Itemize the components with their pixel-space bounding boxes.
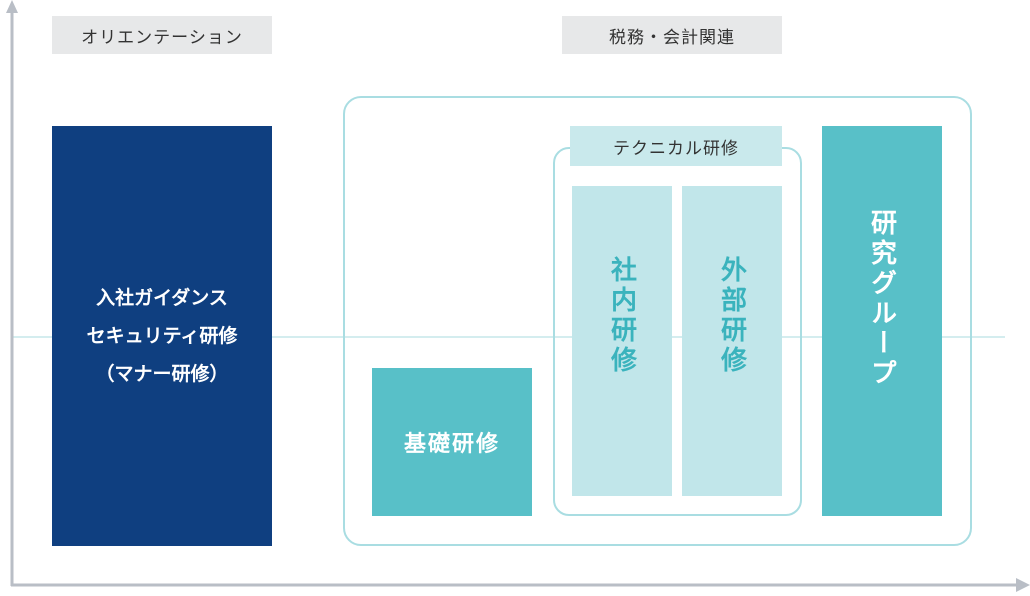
basic-training-block: 基礎研修 bbox=[372, 368, 532, 516]
research-group-block: 研究グループ bbox=[822, 126, 942, 516]
induction-line-2: セキュリティ研修 bbox=[86, 325, 238, 347]
orientation-tag: オリエンテーション bbox=[52, 16, 272, 54]
research-group-label: 研究グループ bbox=[866, 208, 897, 389]
y-axis-arrow bbox=[6, 0, 18, 13]
technical-training-label: テクニカル研修 bbox=[570, 126, 782, 166]
tax-accounting-tag: 税務・会計関連 bbox=[562, 16, 782, 54]
external-training-label: 外部研修 bbox=[716, 256, 747, 376]
external-training-block: 外部研修 bbox=[682, 186, 782, 496]
x-axis-arrow bbox=[1016, 578, 1030, 592]
induction-guidance-block: 入社ガイダンス セキュリティ研修 （マナー研修） bbox=[52, 126, 272, 546]
induction-line-3: （マナー研修） bbox=[95, 363, 229, 385]
internal-training-block: 社内研修 bbox=[572, 186, 672, 496]
internal-training-label: 社内研修 bbox=[606, 256, 637, 376]
training-program-frame bbox=[343, 96, 972, 546]
induction-line-1: 入社ガイダンス bbox=[96, 287, 228, 309]
